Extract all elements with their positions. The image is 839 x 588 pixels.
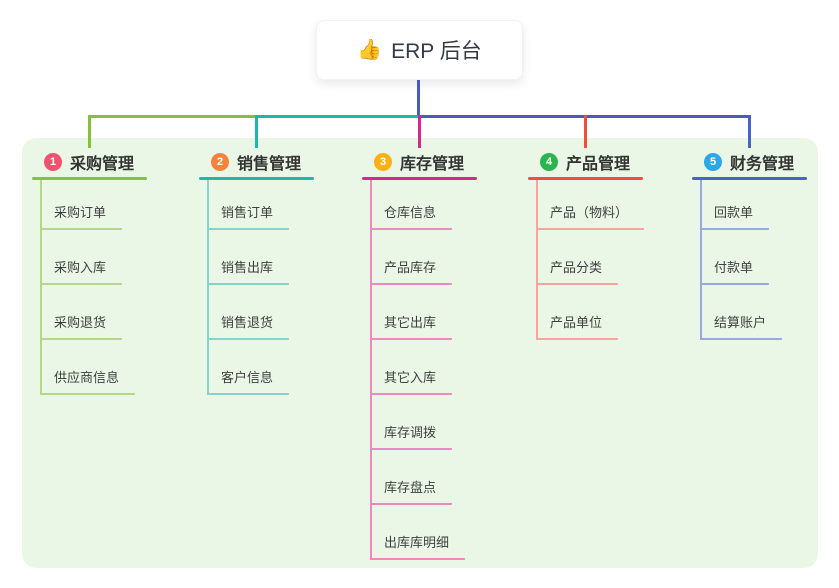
child-node[interactable]: 付款单 [700,257,770,285]
branch-title: 产品管理 [566,156,631,173]
branch-underline [528,177,643,180]
branch-underline [362,177,477,180]
child-node[interactable]: 结算账户 [700,312,783,340]
branch-number-badge: 3 [374,153,392,171]
root-node-label: ERP 后台 [391,40,482,63]
children-connector-line [207,180,209,395]
child-node[interactable]: 其它出库 [370,312,453,340]
branch-number-badge: 1 [44,153,62,171]
child-node[interactable]: 库存调拨 [370,422,453,450]
child-node[interactable]: 出库库明细 [370,532,466,560]
branch-3: 3 库存管理仓库信息产品库存其它出库其它入库库存调拨库存盘点出库库明细 [362,148,522,560]
child-node[interactable]: 产品分类 [536,257,619,285]
branch-children: 产品（物料） 产品分类产品单位 [536,180,688,340]
child-node[interactable]: 产品（物料） [536,202,645,230]
branch-children: 仓库信息产品库存其它出库其它入库库存调拨库存盘点出库库明细 [370,180,522,560]
child-row: 产品分类 [536,230,688,285]
child-row: 仓库信息 [370,180,522,230]
branch-number-badge: 2 [211,153,229,171]
child-node[interactable]: 采购入库 [40,257,123,285]
root-stem-line [417,80,420,116]
branch-4: 4 产品管理产品（物料） 产品分类产品单位 [528,148,688,340]
child-row: 库存盘点 [370,450,522,505]
child-node[interactable]: 回款单 [700,202,770,230]
child-node[interactable]: 销售退货 [207,312,290,340]
branch-drop-line [418,115,421,148]
child-node[interactable]: 其它入库 [370,367,453,395]
child-row: 结算账户 [700,285,839,340]
child-node[interactable]: 客户信息 [207,367,290,395]
branch-underline [32,177,147,180]
branch-title: 财务管理 [730,156,795,173]
branch-children: 采购订单采购入库采购退货供应商信息 [40,180,192,395]
branch-number-badge: 5 [704,153,722,171]
branch-node[interactable]: 3 库存管理 [362,148,522,176]
child-row: 销售订单 [207,180,359,230]
branch-node[interactable]: 4 产品管理 [528,148,688,176]
child-row: 付款单 [700,230,839,285]
children-connector-line [700,180,702,340]
children-connector-line [536,180,538,340]
trunk-segment-teal [255,115,418,118]
branch-5: 5 财务管理回款单付款单结算账户 [692,148,839,340]
child-node[interactable]: 库存盘点 [370,477,453,505]
child-row: 采购入库 [40,230,192,285]
child-row: 供应商信息 [40,340,192,395]
root-node[interactable]: 👍 ERP 后台 [316,20,523,80]
child-row: 销售退货 [207,285,359,340]
branch-drop-line [255,115,258,148]
child-node[interactable]: 销售出库 [207,257,290,285]
branch-1: 1 采购管理采购订单采购入库采购退货供应商信息 [32,148,192,395]
branch-drop-line [748,115,751,148]
child-row: 库存调拨 [370,395,522,450]
branch-node[interactable]: 2 销售管理 [199,148,359,176]
child-node[interactable]: 销售订单 [207,202,290,230]
branch-underline [692,177,807,180]
branch-node[interactable]: 1 采购管理 [32,148,192,176]
child-row: 其它入库 [370,340,522,395]
child-row: 产品（物料） [536,180,688,230]
branch-children: 回款单付款单结算账户 [700,180,839,340]
children-connector-line [370,180,372,560]
child-row: 采购订单 [40,180,192,230]
child-row: 客户信息 [207,340,359,395]
branch-drop-line [584,115,587,148]
branch-2: 2 销售管理销售订单销售出库销售退货客户信息 [199,148,359,395]
child-row: 回款单 [700,180,839,230]
child-row: 产品单位 [536,285,688,340]
child-node[interactable]: 采购订单 [40,202,123,230]
branch-title: 库存管理 [400,156,465,173]
trunk-segment-green [88,115,255,118]
mindmap-canvas [22,138,818,568]
child-node[interactable]: 采购退货 [40,312,123,340]
branch-drop-line [88,115,91,148]
child-row: 其它出库 [370,285,522,340]
child-node[interactable]: 产品单位 [536,312,619,340]
children-connector-line [40,180,42,395]
child-row: 出库库明细 [370,505,522,560]
child-node[interactable]: 仓库信息 [370,202,453,230]
thumbs-up-icon: 👍 [357,39,383,61]
child-row: 产品库存 [370,230,522,285]
branch-node[interactable]: 5 财务管理 [692,148,839,176]
branch-number-badge: 4 [540,153,558,171]
branch-title: 销售管理 [237,156,302,173]
child-node[interactable]: 供应商信息 [40,367,136,395]
branch-children: 销售订单销售出库销售退货客户信息 [207,180,359,395]
child-row: 销售出库 [207,230,359,285]
branch-underline [199,177,314,180]
child-row: 采购退货 [40,285,192,340]
branch-title: 采购管理 [70,156,135,173]
child-node[interactable]: 产品库存 [370,257,453,285]
